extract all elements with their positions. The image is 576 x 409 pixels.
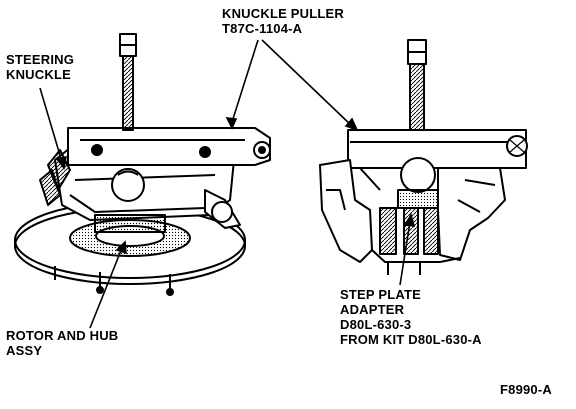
step-plate-label-line-4: FROM KIT D80L-630-A bbox=[340, 332, 482, 347]
step-plate-adapter-label: STEP PLATE ADAPTER D80L-630-3 FROM KIT D… bbox=[340, 287, 482, 347]
leader-lines bbox=[39, 39, 416, 329]
rotor-hub-label: ROTOR AND HUB ASSY bbox=[6, 328, 118, 358]
left-puller-bar bbox=[67, 127, 271, 166]
steering-knuckle-label-line-1: STEERING bbox=[6, 52, 75, 67]
step-plate-label-line-3: D80L-630-3 bbox=[340, 317, 412, 332]
right-knuckle-section bbox=[319, 157, 506, 275]
rotor-hub-label-line-2: ASSY bbox=[6, 343, 43, 358]
right-forcing-screw bbox=[407, 39, 427, 131]
left-assembly bbox=[14, 33, 271, 296]
knuckle-puller-label-line-1: KNUCKLE PULLER bbox=[222, 6, 344, 21]
right-puller-bar bbox=[347, 129, 528, 169]
knuckle-puller-label: KNUCKLE PULLER T87C-1104-A bbox=[222, 6, 344, 36]
figure-id-label: F8990-A bbox=[500, 382, 552, 397]
step-plate-label-line-1: STEP PLATE bbox=[340, 287, 421, 302]
leader-puller-left bbox=[231, 39, 259, 123]
leader-puller-right bbox=[261, 39, 353, 127]
leader-steering-knuckle bbox=[39, 87, 63, 163]
knuckle-puller-label-line-2: T87C-1104-A bbox=[222, 21, 303, 36]
right-assembly bbox=[319, 39, 528, 275]
leader-rotor-hub bbox=[89, 247, 123, 329]
left-forcing-screw bbox=[119, 33, 137, 131]
leader-step-plate bbox=[399, 221, 411, 286]
rotor-hub-label-line-1: ROTOR AND HUB bbox=[6, 328, 119, 343]
step-plate-label-line-2: ADAPTER bbox=[340, 302, 405, 317]
steering-knuckle-label-line-2: KNUCKLE bbox=[6, 67, 71, 82]
steering-knuckle-label: STEERING KNUCKLE bbox=[6, 52, 74, 82]
